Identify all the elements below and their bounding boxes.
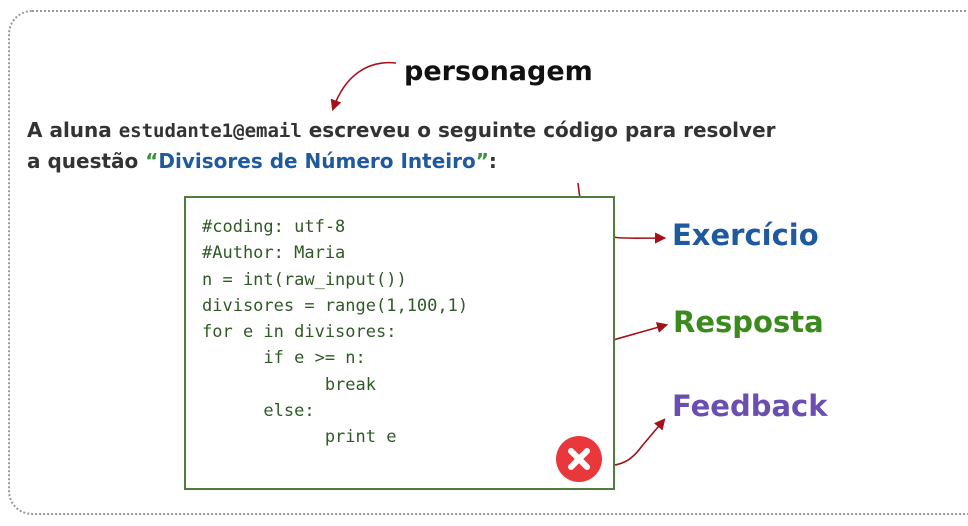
sentence-part3: a questão	[27, 149, 146, 173]
code-box: #coding: utf-8 #Author: Maria n = int(raw_…	[184, 196, 615, 490]
sentence-colon: :	[488, 149, 497, 173]
description-sentence: A aluna estudante1@email escreveu o segu…	[27, 115, 776, 176]
code-line: if e >= n:	[202, 348, 366, 369]
code-line: print e	[202, 427, 397, 448]
sentence-line-2: a questão “Divisores de Número Inteiro”:	[27, 146, 776, 176]
arrow-personagem	[330, 61, 397, 112]
label-personagem: personagem	[404, 56, 593, 87]
code-line: for e in divisores:	[202, 322, 397, 343]
question-title: Divisores de Número Inteiro	[158, 149, 476, 173]
code-block: #coding: utf-8 #Author: Maria n = int(raw_…	[202, 214, 468, 451]
code-line: n = int(raw_input())	[202, 269, 407, 290]
code-line: break	[202, 374, 376, 395]
sentence-part1: A aluna	[27, 118, 119, 142]
label-resposta: Resposta	[673, 305, 824, 339]
close-x-icon	[556, 436, 602, 482]
sentence-line-1: A aluna estudante1@email escreveu o segu…	[27, 115, 776, 146]
dotted-frame	[8, 10, 968, 515]
code-line: #coding: utf-8	[202, 217, 346, 237]
label-exercicio: Exercício	[672, 218, 819, 252]
code-line: divisores = range(1,100,1)	[202, 295, 469, 316]
code-line: else:	[202, 401, 315, 422]
code-line: #Author: Maria	[202, 243, 346, 264]
sentence-part2: escreveu o seguinte código para resolver	[301, 118, 776, 142]
label-feedback: Feedback	[672, 389, 828, 423]
student-email: estudante1@email	[118, 120, 302, 142]
close-quote: ”	[475, 149, 489, 173]
open-quote: “	[145, 149, 159, 173]
